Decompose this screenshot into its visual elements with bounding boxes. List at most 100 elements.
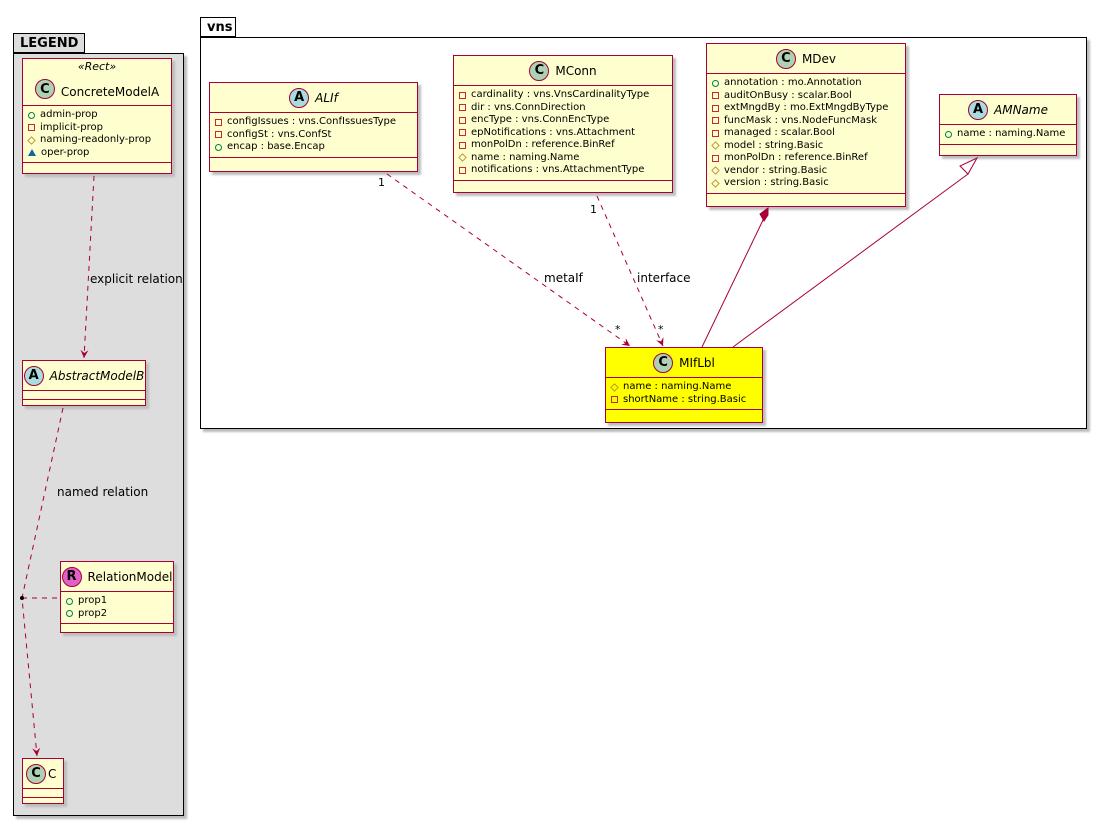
private-icon xyxy=(459,166,466,174)
class-name: MConn xyxy=(555,63,597,78)
class-c[interactable]: C C xyxy=(22,758,64,804)
attribute-text: version : string.Basic xyxy=(724,177,829,188)
interface-label: interface xyxy=(637,271,691,285)
attribute-text: monPolDn : reference.BinRef xyxy=(471,139,615,150)
attribute-row: encap : base.Encap xyxy=(215,141,412,154)
attribute-text: notifications : vns.AttachmentType xyxy=(471,164,645,175)
class-name: ALIf xyxy=(315,90,338,105)
private-icon xyxy=(712,129,719,137)
attribute-text: managed : scalar.Bool xyxy=(724,127,835,138)
class-relation-model[interactable]: R RelationModel prop1 prop2 xyxy=(60,561,174,633)
private-icon xyxy=(459,91,466,99)
attribute-text: model : string.Basic xyxy=(724,139,824,151)
attribute-row: funcMask : vns.NodeFuncMask xyxy=(712,115,900,128)
attribute-text: dir : vns.ConnDirection xyxy=(471,101,586,113)
class-alif[interactable]: A ALIf configIssues : vns.ConfIssuesType… xyxy=(209,82,418,172)
abstract-icon: A xyxy=(968,99,989,120)
attribute-row: naming-readonly-prop xyxy=(27,134,166,147)
mconn-multiplicity: 1 xyxy=(590,203,597,216)
attribute-row: version : string.Basic xyxy=(711,177,900,190)
attribute-row: cardinality : vns.VnsCardinalityType xyxy=(459,89,667,102)
attribute-text: epNotifications : vns.Attachment xyxy=(471,126,636,138)
class-header: C C xyxy=(23,759,63,789)
attribute-list: cardinality : vns.VnsCardinalityType dir… xyxy=(454,86,672,181)
attribute-row: name : naming.Name xyxy=(610,381,757,394)
interface-multiplicity: * xyxy=(658,323,664,336)
attribute-text: admin-prop xyxy=(40,109,98,120)
alif-multiplicity: 1 xyxy=(378,176,385,189)
attribute-row: extMngdBy : mo.ExtMngdByType xyxy=(712,102,900,115)
class-name: MIfLbl xyxy=(679,355,715,370)
class-header: C MConn xyxy=(454,56,672,86)
public-icon xyxy=(945,130,952,138)
attribute-text: annotation : mo.Annotation xyxy=(724,77,862,88)
class-header: C MDev xyxy=(707,44,905,74)
class-mdev[interactable]: C MDev annotation : mo.Annotation auditO… xyxy=(706,43,906,207)
private-icon xyxy=(712,117,719,125)
attribute-list: name : naming.Name xyxy=(940,125,1076,145)
public-icon xyxy=(215,143,222,151)
attribute-list: admin-prop implicit-prop naming-readonly… xyxy=(23,106,171,163)
class-icon: C xyxy=(529,60,550,81)
private-icon xyxy=(611,396,618,404)
private-icon xyxy=(712,104,719,112)
public-icon xyxy=(66,597,73,605)
attribute-row: configIssues : vns.ConfIssuesType xyxy=(215,116,412,129)
private-icon xyxy=(215,118,222,126)
attribute-text: naming-readonly-prop xyxy=(40,134,152,145)
attribute-text: implicit-prop xyxy=(40,121,103,133)
class-mconn[interactable]: C MConn cardinality : vns.VnsCardinality… xyxy=(453,55,673,193)
explicit-relation-edge xyxy=(80,175,95,359)
vns-package-tab: vns xyxy=(200,17,236,37)
attribute-text: oper-prop xyxy=(41,146,90,158)
attribute-row: annotation : mo.Annotation xyxy=(712,77,900,90)
public-icon xyxy=(712,79,719,87)
attribute-row: notifications : vns.AttachmentType xyxy=(459,164,667,177)
class-header: C MIfLbl xyxy=(606,348,762,378)
attribute-row: configSt : vns.ConfSt xyxy=(215,129,412,142)
attribute-text: configIssues : vns.ConfIssuesType xyxy=(227,116,397,127)
attribute-row: name : naming.Name xyxy=(945,128,1071,141)
attribute-text: configSt : vns.ConfSt xyxy=(227,128,332,140)
public-icon xyxy=(66,610,73,618)
class-amname[interactable]: A AMName name : naming.Name xyxy=(939,94,1077,156)
class-concrete-model-a[interactable]: «Rect» C ConcreteModelA admin-prop impli… xyxy=(22,58,172,174)
attribute-list: annotation : mo.Annotation auditOnBusy :… xyxy=(707,74,905,194)
class-icon: C xyxy=(26,763,46,784)
class-miflbl[interactable]: C MIfLbl name : naming.Name shortName : … xyxy=(605,347,763,423)
attribute-row: vendor : string.Basic xyxy=(711,164,900,178)
legend-title: LEGEND xyxy=(20,36,79,51)
abstract-icon: A xyxy=(289,87,310,108)
attribute-text: vendor : string.Basic xyxy=(724,164,828,176)
class-name: AbstractModelB xyxy=(49,368,145,383)
attribute-text: extMngdBy : mo.ExtMngdByType xyxy=(724,102,889,113)
attribute-text: prop2 xyxy=(78,607,108,619)
attribute-row: model : string.Basic xyxy=(711,139,900,153)
attribute-row: oper-prop xyxy=(28,147,166,160)
class-header: A AbstractModelB xyxy=(23,361,145,391)
attribute-text: monPolDn : reference.BinRef xyxy=(724,152,868,163)
class-name: C xyxy=(48,766,57,781)
attribute-text: auditOnBusy : scalar.Bool xyxy=(724,89,852,101)
composition-diamond xyxy=(759,207,769,222)
attribute-text: encType : vns.ConnEncType xyxy=(471,114,610,125)
rect-stereotype: «Rect» xyxy=(77,60,117,73)
generalization-arrowhead xyxy=(959,156,979,175)
attribute-text: encap : base.Encap xyxy=(227,141,325,152)
relation-dot xyxy=(20,596,24,600)
attribute-row: auditOnBusy : scalar.Bool xyxy=(712,90,900,103)
attribute-text: name : naming.Name xyxy=(623,381,732,392)
attribute-row: epNotifications : vns.Attachment xyxy=(459,127,667,140)
legend-package xyxy=(13,53,184,816)
attribute-text: shortName : string.Basic xyxy=(623,393,747,405)
attribute-row: prop1 xyxy=(66,595,168,608)
class-header: R RelationModel xyxy=(61,562,173,592)
class-abstract-model-b[interactable]: A AbstractModelB xyxy=(22,360,146,406)
attribute-list: name : naming.Name shortName : string.Ba… xyxy=(606,378,762,410)
attribute-row: shortName : string.Basic xyxy=(611,394,757,407)
attribute-text: funcMask : vns.NodeFuncMask xyxy=(724,114,878,126)
private-icon xyxy=(712,92,719,100)
class-icon: C xyxy=(34,79,55,99)
attribute-text: cardinality : vns.VnsCardinalityType xyxy=(471,89,650,100)
